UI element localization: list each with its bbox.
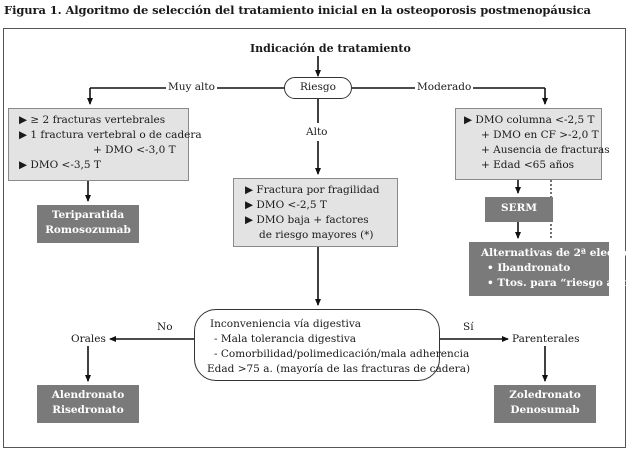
digestive-line: - Mala tolerancia digestiva — [214, 333, 357, 345]
alternatives-title: Alternativas de 2ª elección — [481, 247, 631, 259]
serm-box: SERM — [485, 197, 553, 222]
branch-high-label: Alto — [304, 126, 330, 139]
treatment-item: Romosozumab — [45, 224, 131, 236]
treatment-item: Alendronato — [51, 389, 125, 401]
indication-label: Indicación de tratamiento — [250, 42, 411, 55]
alternatives-box: Alternativas de 2ª elección • Ibandronat… — [469, 242, 631, 296]
high-criterion: ▶ DMO <-2,5 T — [245, 199, 327, 211]
high-criterion: ▶ Fractura por fragilidad — [245, 184, 380, 196]
moderate-criterion: + Edad <65 años — [481, 159, 575, 171]
risk-label: Riesgo — [300, 81, 336, 93]
parenteral-treatment-box: Zoledronato Denosumab — [494, 385, 596, 423]
moderate-criterion: + DMO en CF >-2,0 T — [481, 129, 599, 141]
high-criteria-box: ▶ Fractura por fragilidad ▶ DMO <-2,5 T … — [233, 178, 398, 247]
very-high-criterion: ▶ DMO <-3,5 T — [19, 159, 101, 171]
yes-label: Sí — [463, 321, 474, 333]
high-criterion: ▶ DMO baja + factores — [245, 214, 369, 226]
digestive-node: Inconveniencia vía digestiva - Mala tole… — [194, 309, 470, 381]
alternative-item: • Ttos. para “riesgo alto” — [487, 277, 631, 289]
very-high-criterion: ▶ ≥ 2 fracturas vertebrales — [19, 114, 166, 126]
treatment-item: Denosumab — [510, 404, 580, 416]
very-high-treatment-box: Teriparatida Romosozumab — [37, 205, 139, 243]
risk-node: Riesgo — [284, 77, 352, 99]
digestive-line: - Comorbilidad/polimedicación/mala adher… — [214, 348, 470, 360]
parenteral-label: Parenterales — [512, 333, 580, 345]
digestive-line: Inconveniencia vía digestiva — [210, 318, 362, 330]
very-high-criterion: ▶ 1 fractura vertebral o de cadera — [19, 129, 202, 141]
alternative-item: • Ibandronato — [487, 262, 571, 274]
oral-label: Orales — [71, 333, 106, 345]
branch-moderate-label: Moderado — [415, 81, 474, 94]
moderate-criteria-box: ▶ DMO columna <-2,5 T + DMO en CF >-2,0 … — [455, 108, 610, 180]
very-high-criteria-box: ▶ ≥ 2 fracturas vertebrales ▶ 1 fractura… — [8, 108, 202, 181]
very-high-criterion: + DMO <-3,0 T — [93, 144, 176, 156]
treatment-item: Zoledronato — [509, 389, 581, 401]
oral-treatment-box: Alendronato Risedronato — [37, 385, 139, 423]
no-label: No — [157, 321, 173, 333]
branch-very-high-label: Muy alto — [166, 81, 217, 94]
figure-title: Figura 1. Algoritmo de selección del tra… — [4, 3, 591, 17]
treatment-item: Teriparatida — [51, 209, 125, 221]
high-criterion: de riesgo mayores (*) — [259, 229, 374, 241]
treatment-item: Risedronato — [52, 404, 124, 416]
moderate-criterion: + Ausencia de fracturas — [481, 144, 610, 156]
digestive-line: Edad >75 a. (mayoría de las fracturas de… — [207, 363, 471, 375]
diagram-frame — [3, 28, 626, 448]
serm-label: SERM — [501, 202, 537, 214]
moderate-criterion: ▶ DMO columna <-2,5 T — [464, 114, 595, 126]
